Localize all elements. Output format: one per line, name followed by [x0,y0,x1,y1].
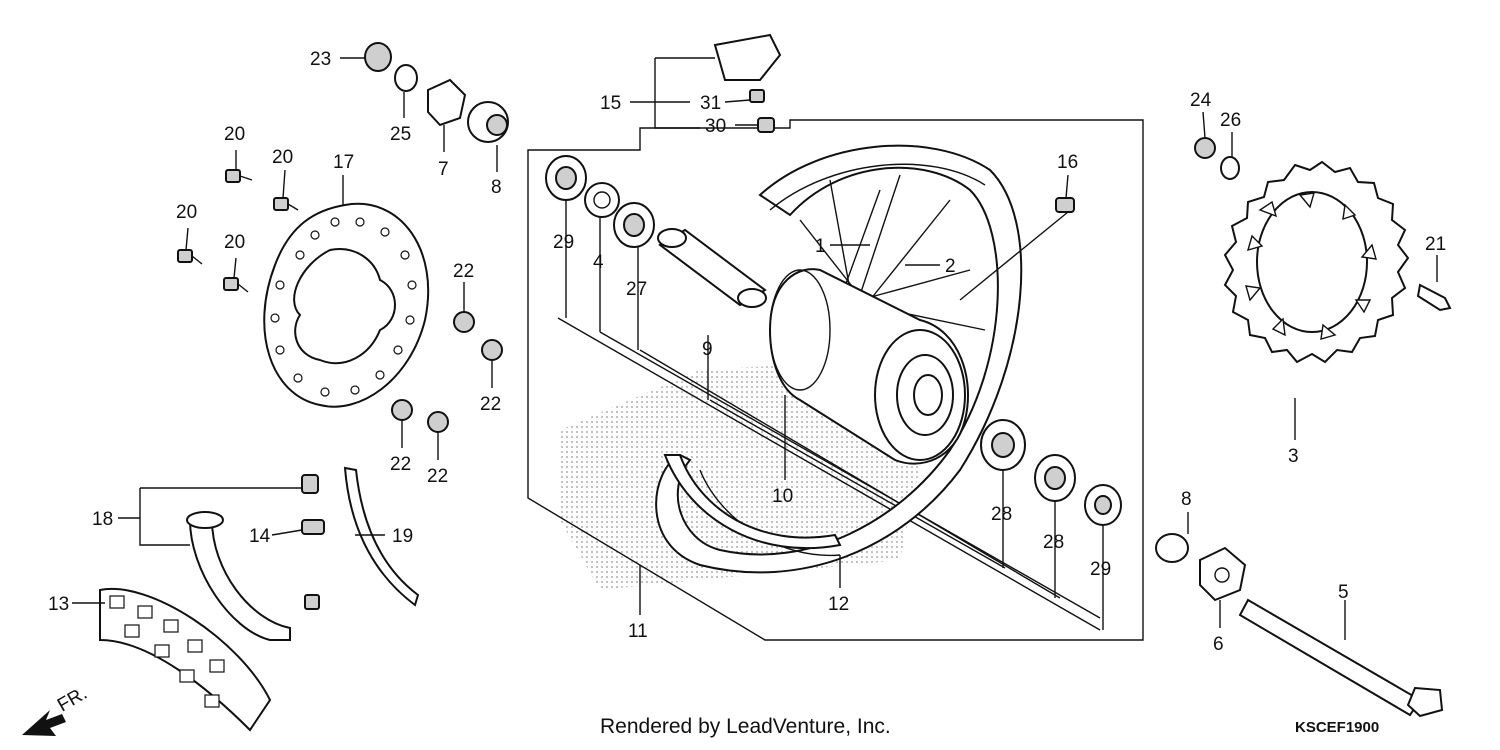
sprocket-fasteners [1194,137,1452,312]
callout-26: 26 [1220,110,1241,131]
callout-17: 17 [333,152,354,173]
callout-16: 16 [1057,152,1078,173]
callout-2: 2 [945,256,956,277]
front-direction-label: FR. [54,683,91,716]
callout-28b: 28 [1043,532,1064,553]
callout-labels: 23 20 20 20 20 17 25 7 8 22 22 22 22 15 … [48,49,1446,655]
callout-22c: 22 [390,454,411,475]
callout-29-right: 29 [1090,559,1111,580]
callout-9: 9 [702,339,713,360]
disc-nuts [391,311,503,433]
inner-tube-part [186,474,325,641]
chain-adjuster-right-part [1199,546,1247,602]
rim-strip-part [343,466,420,607]
callout-18: 18 [92,509,113,530]
callout-20b: 20 [272,147,293,168]
callout-11: 11 [628,621,648,642]
callout-25: 25 [390,124,411,145]
callout-10: 10 [772,486,793,507]
callout-6: 6 [1213,634,1224,655]
hub-part [768,268,969,465]
callout-13: 13 [48,594,69,615]
brake-disc-part [263,202,430,408]
spoke-nipple-part [1055,197,1075,213]
callout-7: 7 [438,159,449,180]
callout-22d: 22 [427,466,448,487]
right-bearing-stack [980,419,1122,526]
callout-22a: 22 [453,261,474,282]
callout-20d: 20 [224,232,245,253]
callout-28a: 28 [991,504,1012,525]
diagram-code: KSCEF1900 [1295,719,1379,736]
wheel-assembly-outline [527,119,1144,641]
callout-15: 15 [600,93,621,114]
callout-3: 3 [1288,446,1299,467]
callout-19: 19 [392,526,413,547]
callout-29-left: 29 [553,232,574,253]
callout-leader-lines [72,57,1438,640]
callout-1: 1 [815,236,826,257]
callout-31: 31 [700,93,721,114]
rim-band-part [663,454,842,550]
callout-24: 24 [1190,90,1212,111]
callout-21: 21 [1425,234,1446,255]
bearing-leader-lines [557,317,1101,631]
left-bearing-stack [545,155,655,248]
callout-20c: 20 [176,202,197,223]
callout-22b: 22 [480,394,501,415]
tire-part [99,587,272,732]
callout-8-left: 8 [491,177,502,198]
callout-30: 30 [705,116,726,137]
front-direction-arrow: FR. [22,683,91,736]
disc-bolts [177,169,299,293]
callout-27: 27 [626,279,647,300]
axle-collar-part [657,228,767,308]
callout-14: 14 [249,526,271,547]
callout-5: 5 [1338,582,1349,603]
callout-8-right: 8 [1181,489,1192,510]
footer-credit: Rendered by LeadVenture, Inc. [600,715,891,738]
left-small-parts [364,42,509,143]
rear-axle-part [1238,598,1444,718]
callout-20a: 20 [224,124,245,145]
callout-23: 23 [310,49,331,70]
side-collar-right-part [1155,533,1189,563]
rim-lock-part [713,33,782,133]
callout-4: 4 [593,252,604,273]
callout-12: 12 [828,594,849,615]
rear-sprocket-part [1223,160,1410,364]
